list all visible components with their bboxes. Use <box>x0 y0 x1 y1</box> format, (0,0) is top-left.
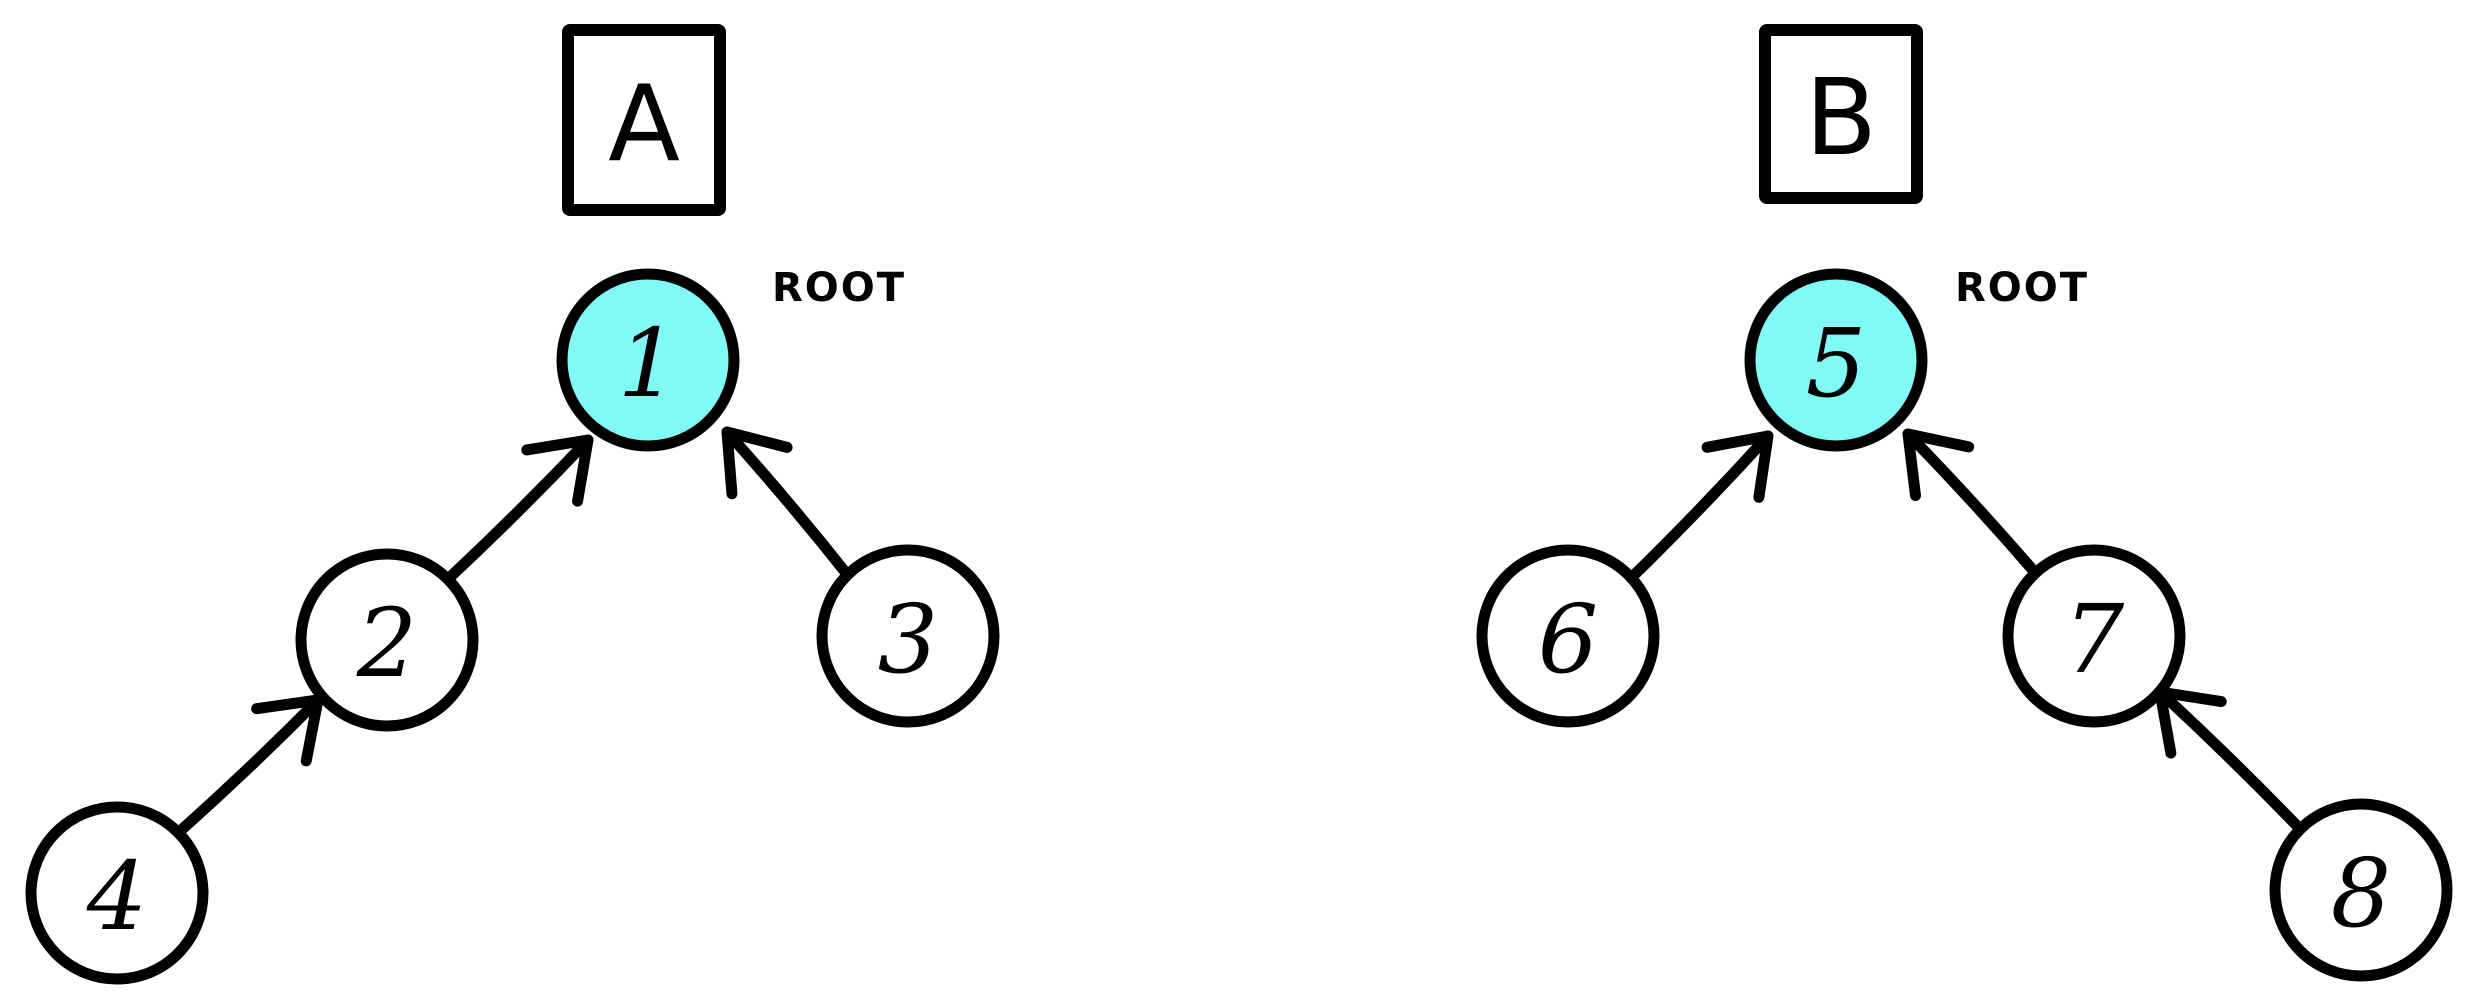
group-label-B: B <box>1805 57 1877 179</box>
node-5[interactable]: 5 <box>1744 268 1928 452</box>
node-1[interactable]: 1 <box>556 268 740 452</box>
node-2[interactable]: 2 <box>295 548 479 732</box>
node-4[interactable]: 4 <box>25 801 209 985</box>
edge-line-n2-n1 <box>441 434 594 586</box>
root-annotation-B: ROOT <box>1955 265 2089 311</box>
node-label-8: 8 <box>2331 839 2391 949</box>
edge-n2-to-n1 <box>441 434 594 586</box>
node-label-3: 3 <box>878 585 938 695</box>
node-6[interactable]: 6 <box>1476 544 1660 728</box>
edge-n8-to-n7 <box>2154 686 2309 838</box>
edge-n3-to-n1 <box>721 426 856 584</box>
group-label-A: A <box>608 63 680 185</box>
group-box-A <box>562 24 726 216</box>
node-circle-5[interactable] <box>1744 268 1928 452</box>
edge-line-n8-n7 <box>2154 686 2309 838</box>
edge-n6-to-n5 <box>1625 430 1774 584</box>
edge-n4-to-n2 <box>172 694 324 839</box>
arrow-head-icon-n2-n1 <box>521 434 594 507</box>
node-label-2: 2 <box>356 589 417 699</box>
edge-n7-to-n5 <box>1902 428 2044 582</box>
node-circle-2[interactable] <box>295 548 479 732</box>
node-label-5: 5 <box>1806 309 1866 419</box>
node-3[interactable]: 3 <box>816 544 1000 728</box>
node-8[interactable]: 8 <box>2269 798 2453 982</box>
node-circle-6[interactable] <box>1476 544 1660 728</box>
node-label-1: 1 <box>618 309 678 419</box>
node-label-4: 4 <box>86 842 147 952</box>
node-label-7: 7 <box>2064 585 2125 695</box>
diagram-layer: A 1 2 3 4 ROOT B 5 6 7 8 ROOT <box>25 24 2453 985</box>
node-circle-4[interactable] <box>25 801 209 985</box>
edge-line-n6-n5 <box>1625 430 1774 584</box>
node-label-6: 6 <box>1538 585 1598 695</box>
root-annotation-A: ROOT <box>772 265 906 311</box>
arrow-head-icon-n3-n1 <box>721 426 793 500</box>
arrow-head-icon-n6-n5 <box>1701 430 1774 503</box>
edge-line-n7-n5 <box>1902 428 2044 582</box>
edge-line-n3-n1 <box>721 426 856 584</box>
group-B: B 5 6 7 8 ROOT <box>1476 24 2453 982</box>
node-circle-8[interactable] <box>2269 798 2453 982</box>
node-7[interactable]: 7 <box>2002 544 2186 728</box>
arrow-head-icon-n7-n5 <box>1902 428 1975 502</box>
node-circle-1[interactable] <box>556 268 740 452</box>
node-circle-3[interactable] <box>816 544 1000 728</box>
group-A: A 1 2 3 4 ROOT <box>25 24 1000 985</box>
group-box-B <box>1759 24 1923 204</box>
edge-line-n4-n2 <box>172 694 324 839</box>
node-circle-7[interactable] <box>2002 544 2186 728</box>
